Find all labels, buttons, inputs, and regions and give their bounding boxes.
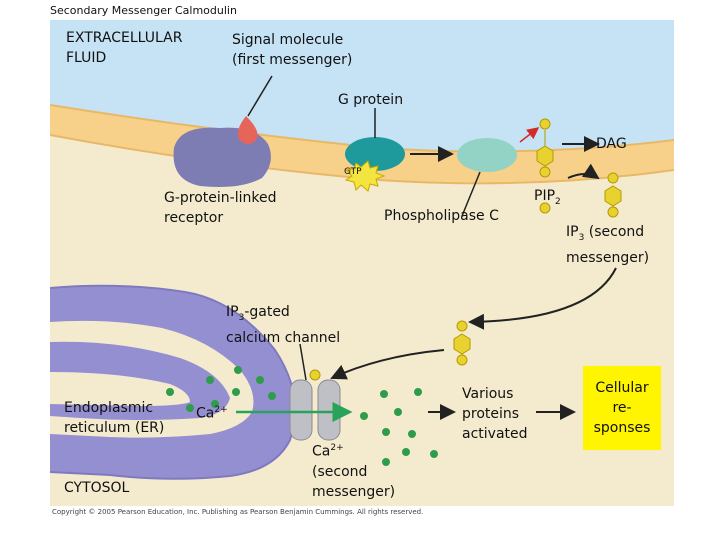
red-activation-arrow (519, 127, 540, 143)
plc-pointer (461, 171, 481, 217)
cytosol-label: CYTOSOL (64, 480, 130, 496)
slide-title: Secondary Messenger Calmodulin (50, 4, 237, 17)
g-protein-label: G protein (338, 92, 404, 108)
gtp-star (344, 160, 386, 192)
ip3-to-channel-arrow (468, 267, 617, 330)
phospholipase-c-label: Phospholipase C (384, 208, 499, 224)
cellular-responses-box (583, 366, 661, 450)
calcium-er-label: Ca2+ (196, 405, 228, 422)
ip3-molecule-cytosol (453, 320, 471, 366)
copyright: Copyright © 2005 Pearson Education, Inc.… (52, 508, 424, 516)
phospholipase-c (457, 138, 517, 172)
calcium-ions-cytosol (360, 388, 438, 466)
dag-label: DAG (596, 136, 627, 152)
signal-molecule (237, 116, 258, 144)
pip2-to-ip3-arrow (567, 163, 600, 180)
gtp-label: GTP (344, 167, 362, 177)
g-protein (345, 137, 405, 171)
dag-molecule (536, 118, 554, 167)
ip3-molecule (604, 172, 622, 218)
pip2-label: PIP2 (534, 188, 561, 207)
calcium-ions-er (166, 366, 276, 412)
channel-pointer (299, 343, 307, 381)
plasma-membrane (50, 105, 674, 184)
signal-pointer (247, 75, 273, 117)
calcium-signaling-diagram (50, 20, 674, 506)
pip2-molecule (539, 166, 551, 214)
ip3-to-er-arrow (330, 349, 445, 380)
ip3-gated-calcium-channel (289, 369, 341, 441)
signal-molecule-label: Signal molecule(first messenger) (232, 32, 353, 68)
